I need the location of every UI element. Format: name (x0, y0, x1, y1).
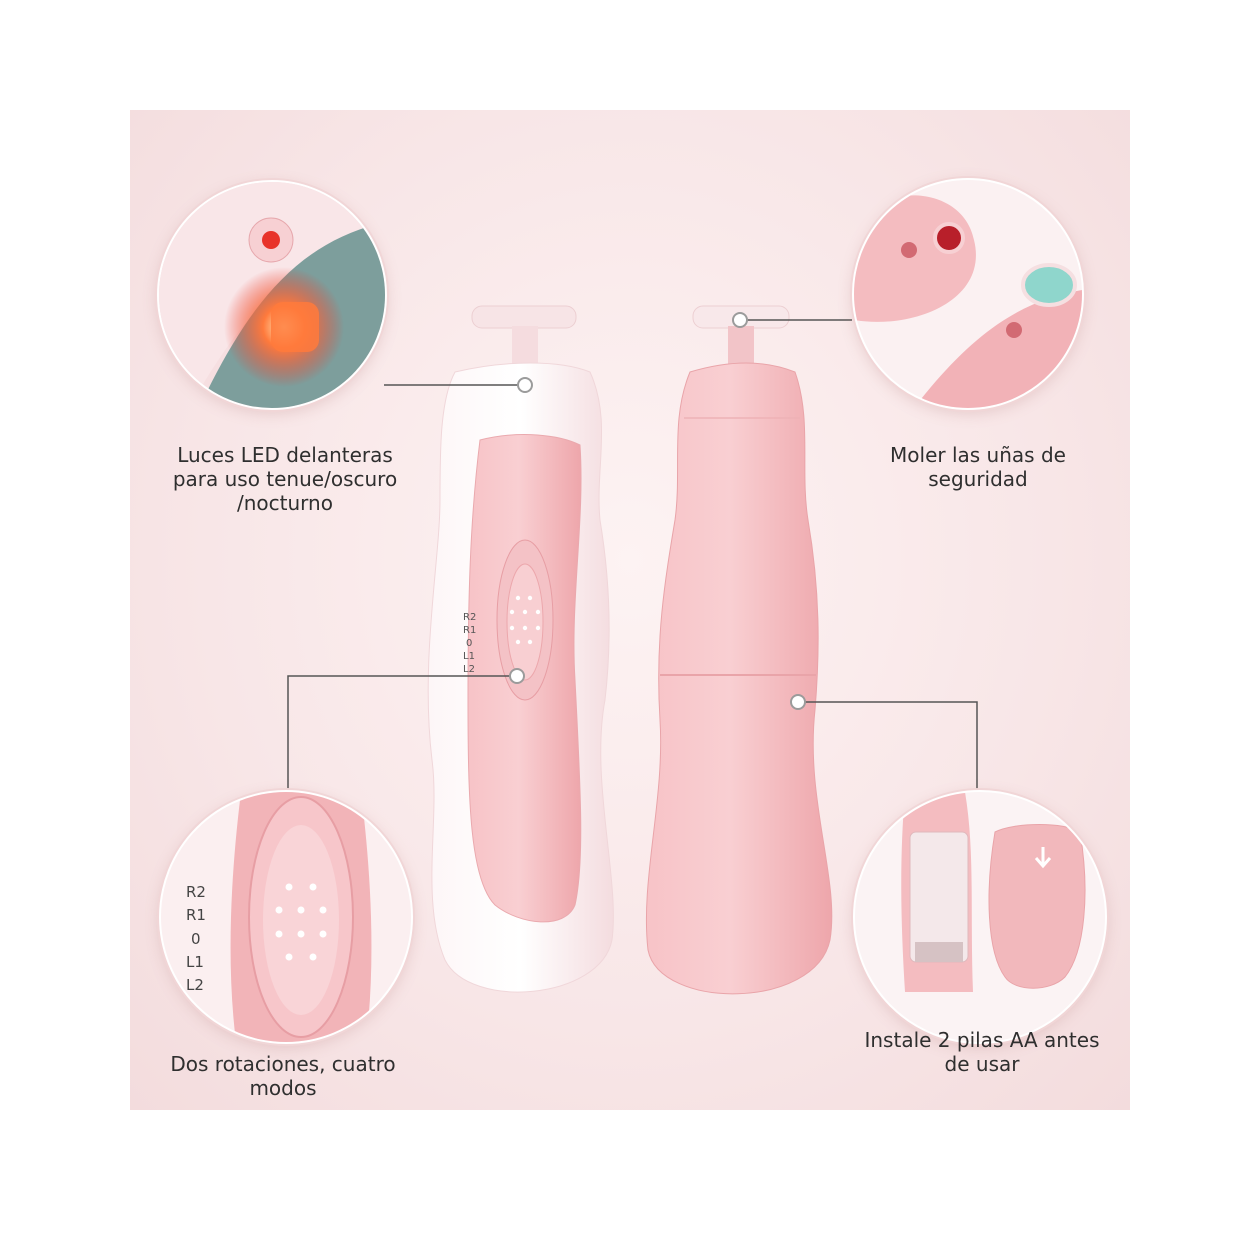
modes-detail-bubble: R2 R1 0 L1 L2 (159, 790, 413, 1044)
switch-label: L1 (186, 953, 204, 971)
switch-label: L2 (463, 664, 475, 675)
battery-marker (790, 694, 806, 710)
battery-detail-bubble (853, 790, 1107, 1044)
switch-marker (509, 668, 525, 684)
led-marker (517, 377, 533, 393)
switch-label: L1 (463, 651, 475, 662)
switch-label: L2 (186, 976, 204, 994)
trimmer-back-view (645, 305, 833, 995)
switch-label: 0 (191, 930, 201, 948)
leader-lines (287, 319, 978, 790)
modes-caption: Dos rotaciones, cuatro modos (170, 1052, 396, 1100)
arrow-down-icon (1034, 847, 1052, 869)
battery-caption: Instale 2 pilas AA antes de usar (864, 1028, 1100, 1076)
switch-label: 0 (466, 638, 472, 649)
grind-detail-bubble (852, 178, 1084, 410)
grind-caption: Moler las uñas de seguridad (890, 443, 1066, 491)
grind-pad-icon (1021, 263, 1077, 307)
led-light-icon (262, 231, 280, 249)
led-caption: Luces LED delanteras para uso tenue/oscu… (172, 443, 398, 515)
trimmer-front-view (427, 305, 614, 993)
battery-compartment-icon (915, 942, 963, 962)
switch-label: R2 (186, 883, 206, 901)
led-detail-bubble (157, 180, 387, 410)
switch-label: R1 (463, 625, 476, 636)
grind-marker (732, 312, 748, 328)
switch-label: R1 (186, 906, 206, 924)
device-switch-labels: R2 R1 0 L1 L2 (463, 612, 476, 675)
switch-label: R2 (463, 612, 476, 623)
